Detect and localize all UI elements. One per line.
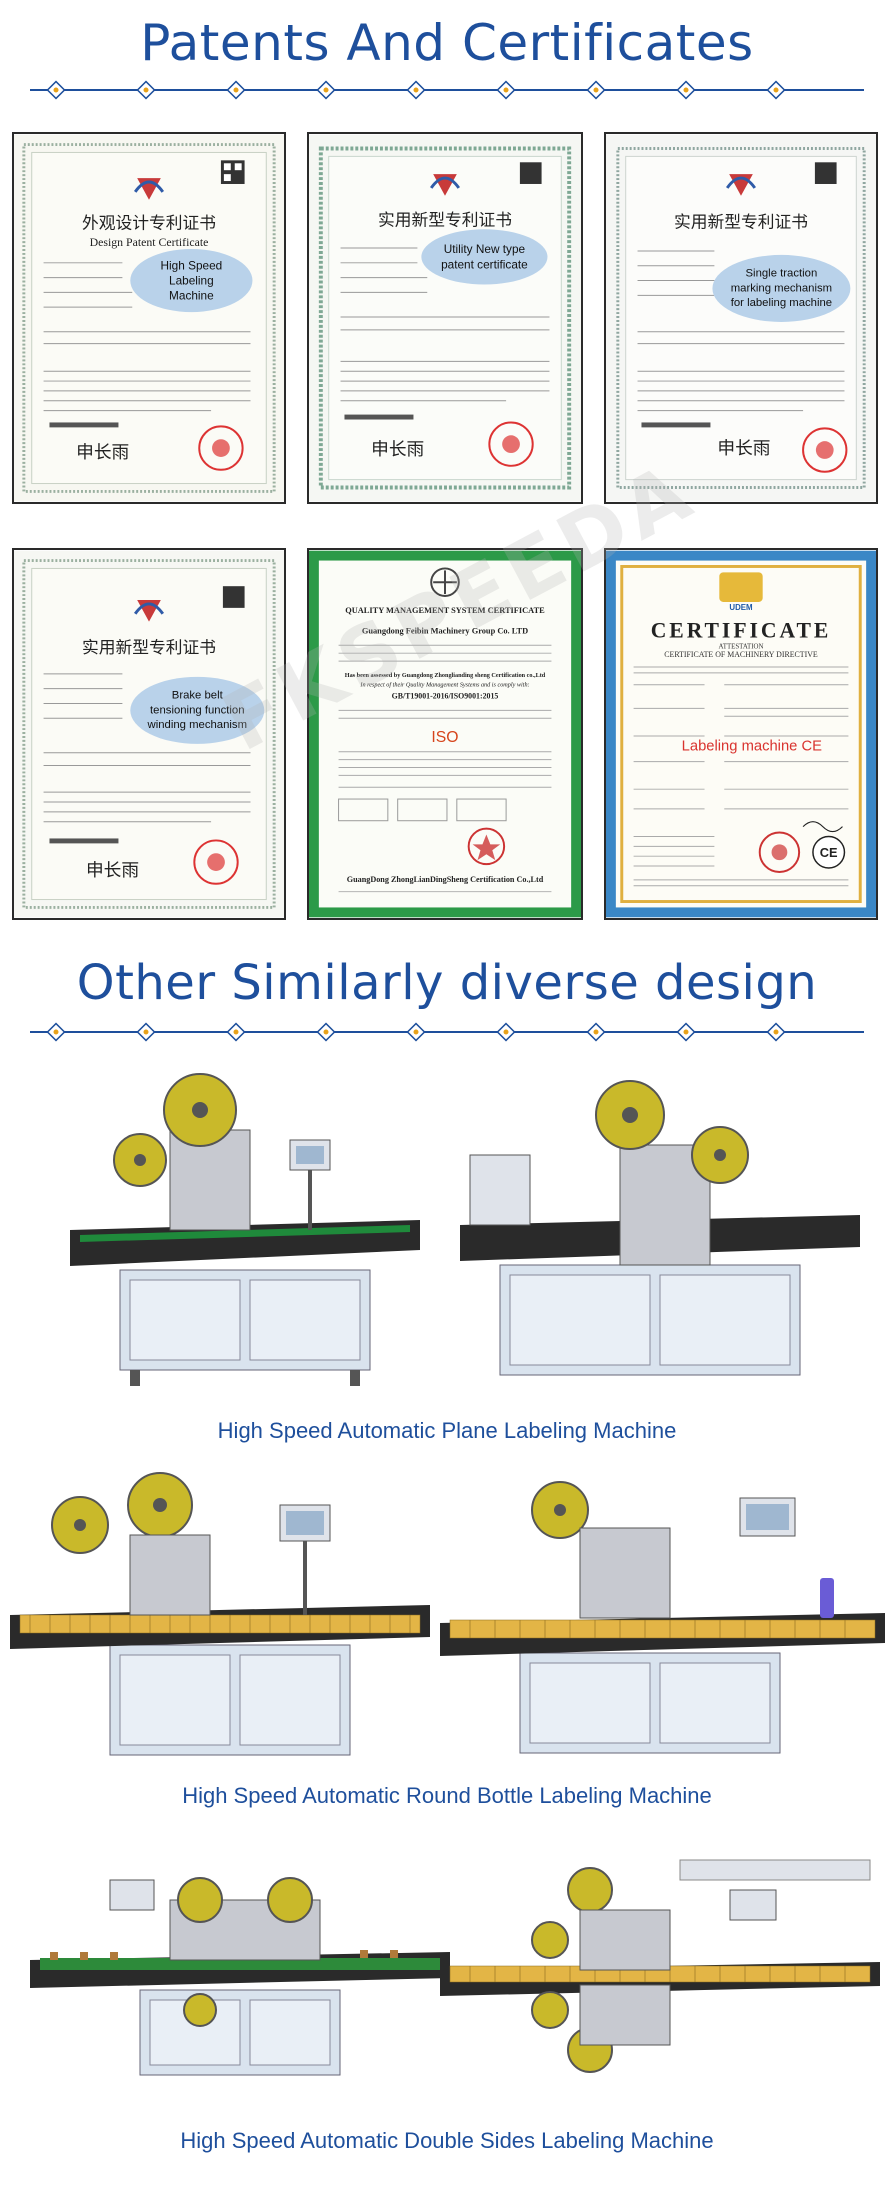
label-reel-icon bbox=[567, 1867, 613, 1913]
ornament-divider bbox=[30, 80, 864, 100]
iso-mark: ISO bbox=[431, 729, 458, 746]
svg-text:Machine: Machine bbox=[169, 288, 214, 302]
callout-bubble bbox=[130, 249, 253, 313]
qr-code-icon bbox=[814, 162, 837, 184]
touch-screen-icon bbox=[729, 1889, 777, 1921]
signature: 申长雨 bbox=[717, 438, 770, 459]
bottle-icon bbox=[820, 1578, 834, 1618]
svg-text:In respect of their Quality Ma: In respect of their Quality Management S… bbox=[359, 682, 529, 689]
callout-bubble bbox=[712, 254, 851, 322]
patent-logo-icon bbox=[725, 174, 757, 196]
qr-code-icon bbox=[519, 162, 542, 184]
cert-header: QUALITY MANAGEMENT SYSTEM CERTIFICATE bbox=[345, 606, 545, 615]
svg-text:tensioning function: tensioning function bbox=[150, 704, 244, 716]
svg-text:Utility New type: Utility New type bbox=[444, 242, 526, 256]
svg-text:winding mechanism: winding mechanism bbox=[147, 719, 247, 731]
svg-text:Has been assessed by Guangdong: Has been assessed by Guangdong Zhonglian… bbox=[345, 672, 546, 679]
brake-belt-patent-certificate: 实用新型专利证书 Brake belt tensioning function … bbox=[12, 548, 286, 920]
patent-logo-icon bbox=[429, 174, 461, 196]
official-seal-icon bbox=[198, 425, 244, 471]
iso-quality-certificate: QUALITY MANAGEMENT SYSTEM CERTIFICATE Gu… bbox=[307, 548, 583, 920]
plane-labeling-machine-image-1 bbox=[70, 1070, 430, 1390]
cert-issuer: GuangDong ZhongLianDingSheng Certificati… bbox=[347, 875, 544, 884]
patent-logo-icon bbox=[133, 599, 165, 622]
ce-mark-icon bbox=[812, 835, 846, 869]
barcode-icon bbox=[641, 422, 711, 428]
double-sides-labeling-machine-image-2 bbox=[440, 1850, 880, 2090]
svg-text:CERTIFICATE OF MACHINERY DIREC: CERTIFICATE OF MACHINERY DIRECTIVE bbox=[664, 650, 818, 659]
cert-cn-title: 外观设计专利证书 bbox=[82, 212, 216, 232]
barcode-icon bbox=[49, 422, 119, 428]
qr-code-icon bbox=[222, 586, 245, 608]
cert-cn-title: 实用新型专利证书 bbox=[674, 211, 808, 231]
signature: 申长雨 bbox=[86, 860, 139, 881]
barcode-icon bbox=[49, 838, 119, 844]
plane-labeling-machine-image-2 bbox=[460, 1075, 860, 1390]
svg-text:Single traction: Single traction bbox=[746, 268, 818, 280]
svg-text:High Speed: High Speed bbox=[161, 259, 223, 273]
svg-text:CE: CE bbox=[820, 845, 838, 860]
caption-double-sides-labeling: High Speed Automatic Double Sides Labeli… bbox=[180, 2128, 714, 2153]
design-patent-certificate: 外观设计专利证书 Design Patent Certificate High … bbox=[12, 132, 286, 504]
official-seal-icon bbox=[467, 827, 506, 866]
official-seal-icon bbox=[193, 839, 239, 885]
barcode-icon bbox=[344, 414, 414, 420]
round-bottle-labeling-machine-image-2 bbox=[440, 1478, 885, 1768]
svg-text:for labeling machine: for labeling machine bbox=[731, 297, 832, 309]
certifier-logo-icon bbox=[430, 567, 460, 598]
patent-logo-icon bbox=[133, 178, 165, 200]
svg-text:marking mechanism: marking mechanism bbox=[731, 282, 832, 294]
patents-heading: Patents And Certificates bbox=[140, 14, 754, 72]
callout-bubble bbox=[421, 229, 548, 285]
cert-cn-title: 实用新型专利证书 bbox=[82, 637, 216, 657]
cert-cn-title: 实用新型专利证书 bbox=[378, 209, 512, 229]
signature: 申长雨 bbox=[371, 439, 424, 460]
cert-title: CERTIFICATE bbox=[651, 618, 832, 642]
signature-mark bbox=[802, 821, 843, 833]
svg-text:UDEM: UDEM bbox=[729, 603, 753, 612]
official-seal-icon bbox=[758, 831, 801, 873]
ornament-divider bbox=[30, 1022, 864, 1042]
svg-text:patent certificate: patent certificate bbox=[441, 258, 528, 272]
udem-logo-icon bbox=[719, 572, 763, 602]
marking-mechanism-patent-certificate: 实用新型专利证书 Single traction marking mechani… bbox=[604, 132, 878, 504]
cert-company: Guangdong Feibin Machinery Group Co. LTD bbox=[362, 626, 528, 635]
iso-standard: GB/T19001-2016/ISO9001:2015 bbox=[392, 692, 499, 701]
designs-heading: Other Similarly diverse design bbox=[76, 955, 818, 1011]
round-bottle-labeling-machine-image-1 bbox=[10, 1465, 430, 1770]
svg-text:ATTESTATION: ATTESTATION bbox=[719, 643, 764, 650]
label-reel-icon bbox=[177, 1877, 223, 1923]
svg-text:Brake belt: Brake belt bbox=[172, 690, 224, 702]
ce-overlay-label: Labeling machine CE bbox=[682, 739, 823, 755]
svg-text:Labeling: Labeling bbox=[169, 273, 214, 287]
cert-en-title: Design Patent Certificate bbox=[90, 235, 209, 249]
caption-plane-labeling: High Speed Automatic Plane Labeling Mach… bbox=[217, 1418, 677, 1443]
double-sides-labeling-machine-image-1 bbox=[30, 1860, 450, 2085]
touch-screen-icon bbox=[469, 1154, 531, 1226]
caption-round-bottle-labeling: High Speed Automatic Round Bottle Labeli… bbox=[182, 1783, 712, 1808]
utility-patent-certificate: 实用新型专利证书 Utility New type patent certifi… bbox=[307, 132, 583, 504]
official-seal-icon bbox=[802, 427, 848, 473]
ce-certificate: UDEM CERTIFICATE ATTESTATION CERTIFICATE… bbox=[604, 548, 878, 920]
callout-bubble bbox=[130, 676, 265, 744]
signature: 申长雨 bbox=[76, 442, 129, 463]
touch-screen-icon bbox=[109, 1879, 155, 1911]
official-seal-icon bbox=[488, 421, 534, 467]
